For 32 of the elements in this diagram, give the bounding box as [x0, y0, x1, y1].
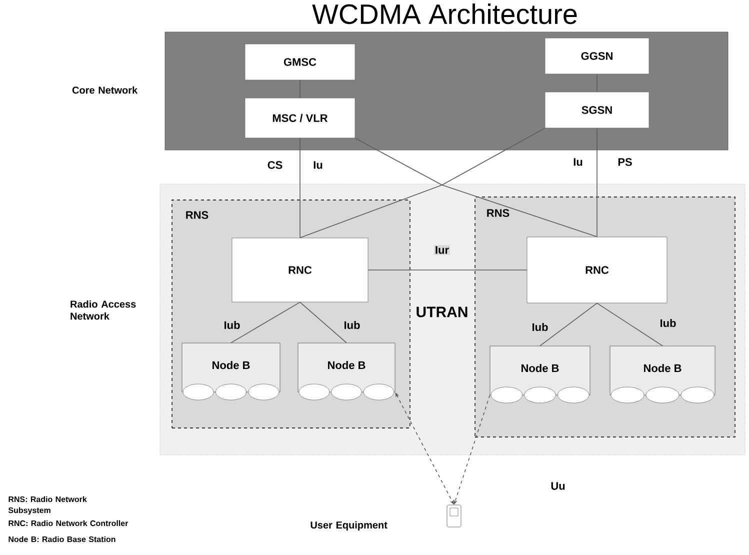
device-label: User Equipment — [310, 521, 388, 531]
interface-label: CS — [268, 161, 282, 169]
connector — [596, 74, 598, 92]
edge-label: Iur — [434, 245, 450, 255]
network-element-box: GMSC — [244, 44, 356, 80]
connector — [596, 302, 663, 346]
interface-label: PS — [618, 158, 632, 166]
interface-label: Uu — [551, 482, 565, 490]
legend-note: Node B: Radio Base Station — [8, 536, 116, 542]
connector — [354, 138, 598, 238]
legend-note: RNS: Radio Network Subsystem — [8, 496, 87, 515]
interface-label: Iu — [314, 161, 322, 169]
connector — [230, 302, 300, 344]
connector — [540, 302, 598, 346]
handset-drawing — [446, 504, 462, 528]
connector — [300, 128, 546, 238]
network-element-box: GGSN — [544, 38, 650, 74]
title: WCDMA Architecture — [312, 4, 577, 24]
network-element-box: RNC — [526, 236, 668, 304]
legend-note: RNC: Radio Network Controller — [8, 520, 128, 526]
interface-label: Iu — [574, 158, 582, 166]
base-station-box: Node B — [182, 342, 280, 400]
network-element-box: SGSN — [544, 92, 650, 128]
side-label: Radio Access Network — [70, 300, 136, 320]
connector — [596, 128, 598, 238]
base-station-box: Node B — [610, 346, 716, 404]
network-element-box: MSC / VLR — [244, 98, 356, 138]
base-station-box: Node B — [298, 342, 396, 400]
network-element-box: RNC — [232, 238, 368, 302]
base-station-box: Node B — [490, 346, 590, 404]
side-label: Core Network — [72, 86, 138, 94]
connector — [300, 302, 347, 344]
